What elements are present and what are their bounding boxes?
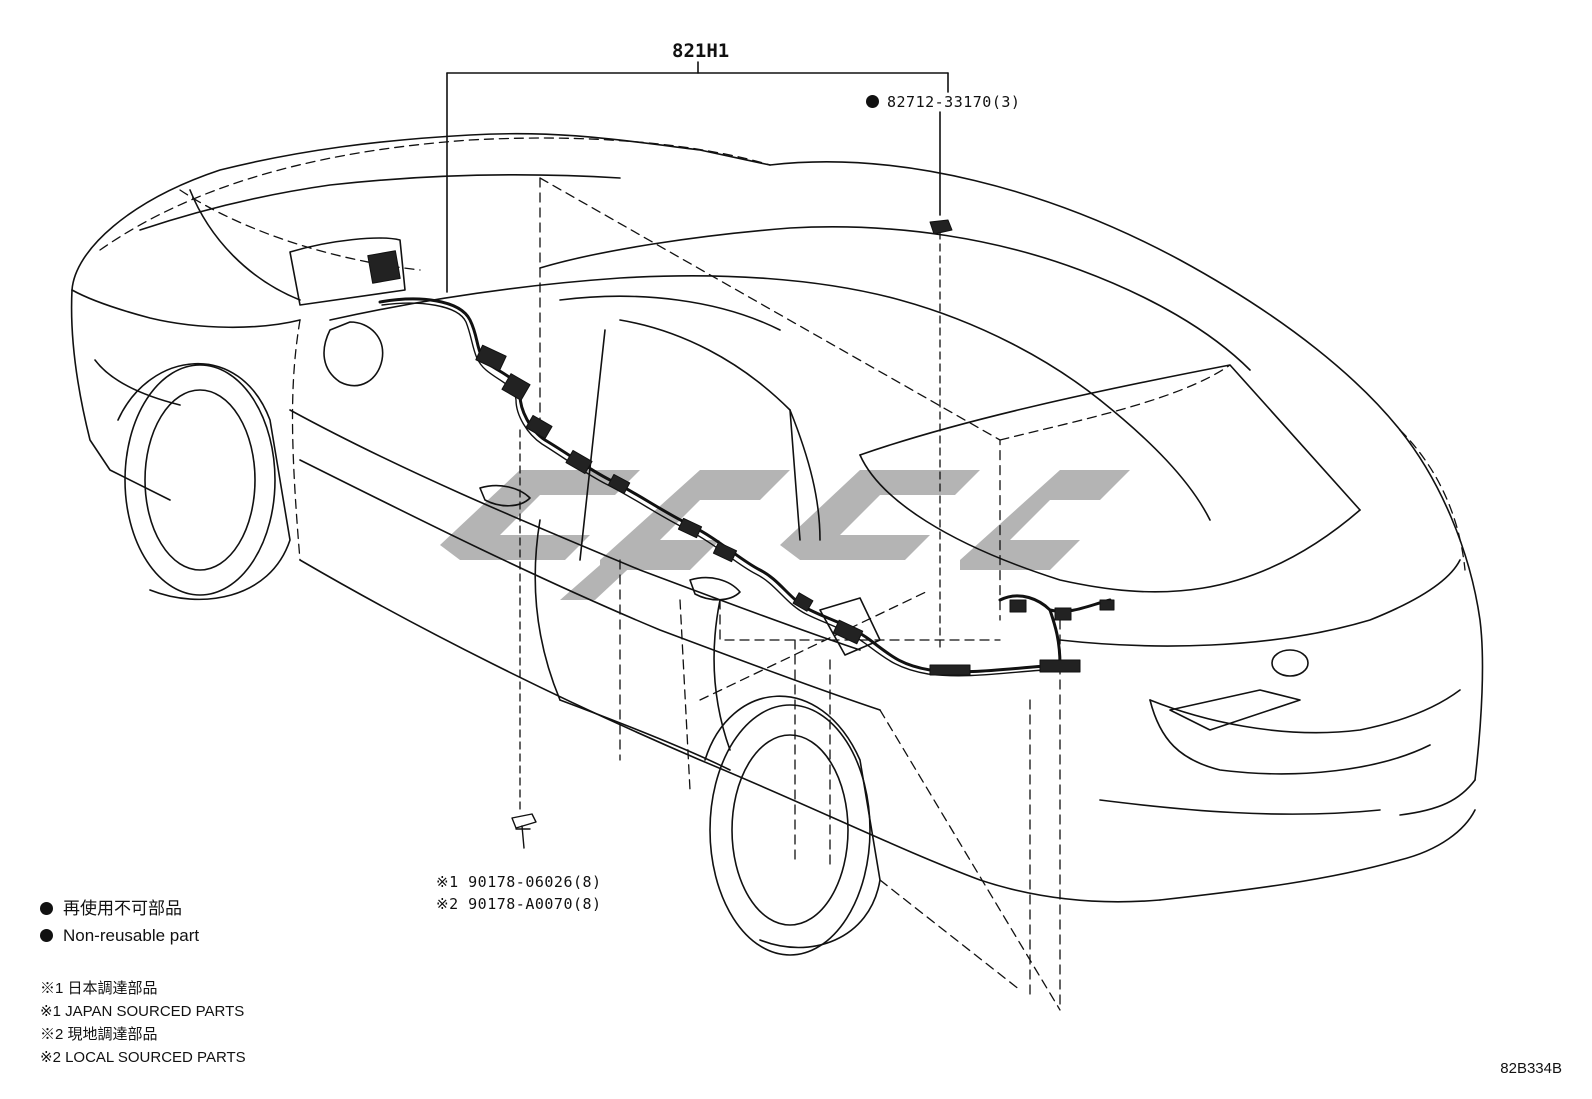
legend-text-jp: 再使用不可部品 (63, 899, 182, 918)
assembly-part-number: 821H1 (672, 40, 730, 62)
illustration-code: 82B334B (1500, 1060, 1562, 1077)
assembly-bracket (446, 61, 949, 293)
leader-lines (519, 231, 941, 811)
front-wheel (124, 364, 276, 596)
bullet-icon (40, 902, 53, 915)
non-reusable-marker-icon (866, 95, 879, 108)
part-number-line: ※2 90178-A0070(8) (436, 895, 602, 913)
legend: 再使用不可部品 Non-reusable part (40, 895, 199, 949)
note-line: ※1 日本調達部品 (40, 980, 158, 997)
car-body-outline (70, 132, 1484, 956)
bullet-icon (40, 929, 53, 942)
part-label-clip: 82712-33170(3) (866, 93, 1020, 111)
watermark-logo (440, 470, 1130, 600)
part-number-line: ※1 90178-06026(8) (436, 873, 602, 891)
part-label-grommet: ※1 90178-06026(8) ※2 90178-A0070(8) (436, 871, 602, 915)
part-number: 82712-33170(3) (887, 93, 1021, 111)
note-line: ※2 現地調達部品 (40, 1026, 158, 1043)
legend-item: Non-reusable part (40, 922, 199, 949)
rear-wheel (709, 704, 871, 956)
sourcing-notes: ※1 日本調達部品 ※1 JAPAN SOURCED PARTS ※2 現地調達… (40, 977, 246, 1069)
legend-text-en: Non-reusable part (63, 926, 200, 945)
note-line: ※1 JAPAN SOURCED PARTS (40, 1003, 245, 1020)
note-line: ※2 LOCAL SOURCED PARTS (40, 1049, 246, 1066)
harness-connectors (367, 219, 1115, 676)
hidden-lines (99, 137, 1466, 1011)
legend-item: 再使用不可部品 (40, 895, 199, 922)
grommet-part (511, 813, 537, 849)
